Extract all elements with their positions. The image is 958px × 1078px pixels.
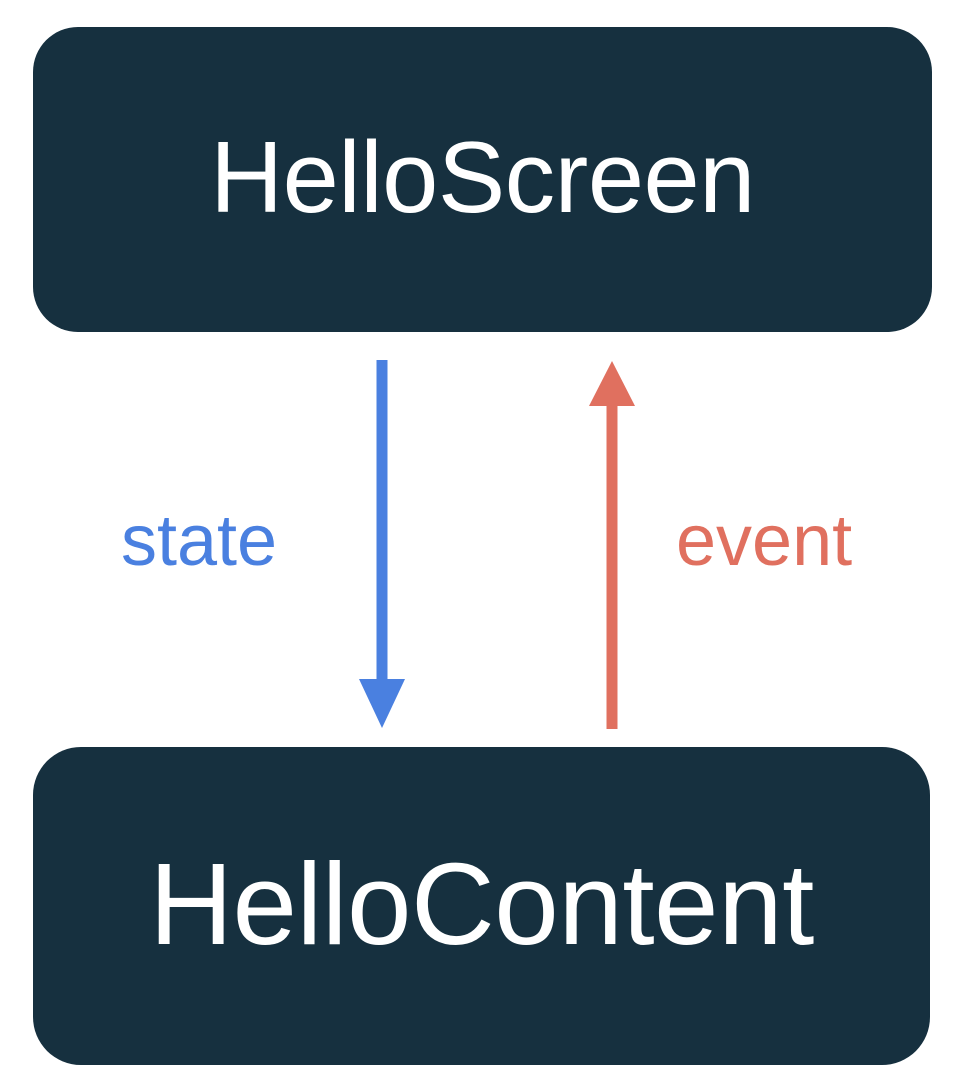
node-hello-screen-label: HelloScreen <box>210 122 755 234</box>
node-hello-content-label: HelloContent <box>149 839 814 969</box>
event-arrow <box>589 361 635 729</box>
edge-label-state: state <box>121 501 278 581</box>
edge-label-event: event <box>676 501 853 581</box>
state-arrow-head-icon <box>359 679 405 728</box>
node-hello-content[interactable]: HelloContent <box>33 747 930 1065</box>
event-arrow-head-icon <box>589 361 635 406</box>
node-hello-screen[interactable]: HelloScreen <box>33 27 932 332</box>
state-arrow <box>359 360 405 728</box>
